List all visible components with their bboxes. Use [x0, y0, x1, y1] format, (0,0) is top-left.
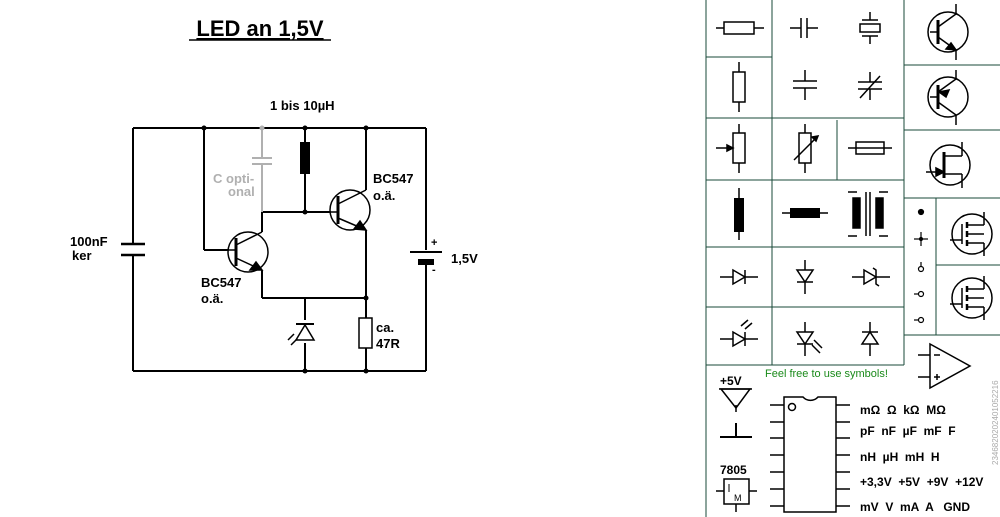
- palette-npn-transistor[interactable]: [927, 4, 969, 60]
- units-row-voltages: +3,3V +5V +9V +12V: [860, 475, 983, 489]
- resistor-label-1: ca.: [376, 320, 394, 335]
- units-row-inductance: nH µH mH H: [860, 450, 940, 464]
- palette-fuse[interactable]: [848, 141, 892, 155]
- transistor-right: [329, 189, 371, 231]
- optional-capacitor: [252, 125, 272, 212]
- palette-photodiode[interactable]: [795, 322, 823, 356]
- capacitor-100nf: [121, 242, 145, 257]
- palette-resistor-v[interactable]: [732, 62, 746, 112]
- palette-jfet[interactable]: [926, 142, 971, 188]
- palette-zener[interactable]: [852, 267, 890, 287]
- transistor-left-alt: o.ä.: [201, 291, 223, 306]
- palette-junctions[interactable]: [914, 208, 928, 324]
- palette-free-text: Feel free to use symbols!: [765, 368, 888, 380]
- palette-mosfet-n[interactable]: [950, 212, 993, 256]
- palette-variable-capacitor[interactable]: [858, 72, 882, 100]
- transistor-left: [227, 231, 269, 273]
- palette-mosfet-p[interactable]: [950, 276, 993, 320]
- palette-regulator[interactable]: [716, 478, 757, 512]
- led-symbol: [287, 323, 316, 346]
- battery-plus: +: [431, 237, 437, 249]
- palette-led[interactable]: [720, 319, 758, 348]
- palette-regulator-mark: M: [734, 493, 742, 503]
- optional-cap-label-2: onal: [228, 184, 255, 199]
- palette-supply-symbol[interactable]: [719, 388, 752, 412]
- units-row-capacitance: pF nF µF mF F: [860, 424, 956, 438]
- inductor-symbol: [300, 142, 310, 174]
- palette-opamp[interactable]: [918, 342, 972, 390]
- palette-potentiometer[interactable]: [716, 124, 746, 173]
- symbol-palette-grid: [705, 0, 1000, 517]
- palette-resistor-h[interactable]: [716, 21, 764, 35]
- optional-cap-label-1: C opti-: [213, 171, 254, 186]
- battery-minus: -: [432, 264, 436, 276]
- resistor-47r: [358, 317, 373, 349]
- cap-value-label: 100nF: [70, 234, 108, 249]
- units-row-resistance: mΩ Ω kΩ MΩ: [860, 403, 946, 417]
- palette-ground-symbol[interactable]: [720, 423, 752, 438]
- battery-symbol: [410, 251, 442, 265]
- palette-capacitor-h[interactable]: [790, 18, 818, 38]
- palette-diode-up[interactable]: [860, 322, 880, 356]
- diagram-title: LED an 1,5V: [196, 16, 323, 41]
- palette-transformer[interactable]: [848, 191, 888, 237]
- wires: [132, 127, 427, 372]
- palette-diode-v[interactable]: [795, 260, 815, 294]
- palette-diode[interactable]: [720, 268, 758, 286]
- units-row-electrical: mV V mA A GND: [860, 500, 970, 514]
- cap-type-label: ker: [72, 248, 92, 263]
- transistor-left-type: BC547: [201, 275, 241, 290]
- junction-dots: [201, 125, 369, 374]
- transistor-right-alt: o.ä.: [373, 188, 395, 203]
- battery-label: 1,5V: [451, 251, 478, 266]
- palette-crystal[interactable]: [859, 12, 881, 44]
- palette-ic-chip[interactable]: [783, 396, 837, 513]
- palette-supply-label: +5V: [720, 374, 742, 388]
- palette-watermark: 2346820202401052216: [991, 380, 1000, 465]
- palette-regulator-label: 7805: [720, 463, 747, 477]
- palette-pnp-transistor[interactable]: [927, 70, 969, 125]
- transistor-right-type: BC547: [373, 171, 413, 186]
- ic-pins: [770, 404, 850, 507]
- resistor-label-2: 47R: [376, 336, 400, 351]
- palette-inductor-h[interactable]: [782, 208, 828, 218]
- palette-capacitor-v[interactable]: [793, 70, 817, 100]
- palette-trimmer[interactable]: [793, 124, 820, 173]
- inductor-label: 1 bis 10µH: [270, 98, 335, 113]
